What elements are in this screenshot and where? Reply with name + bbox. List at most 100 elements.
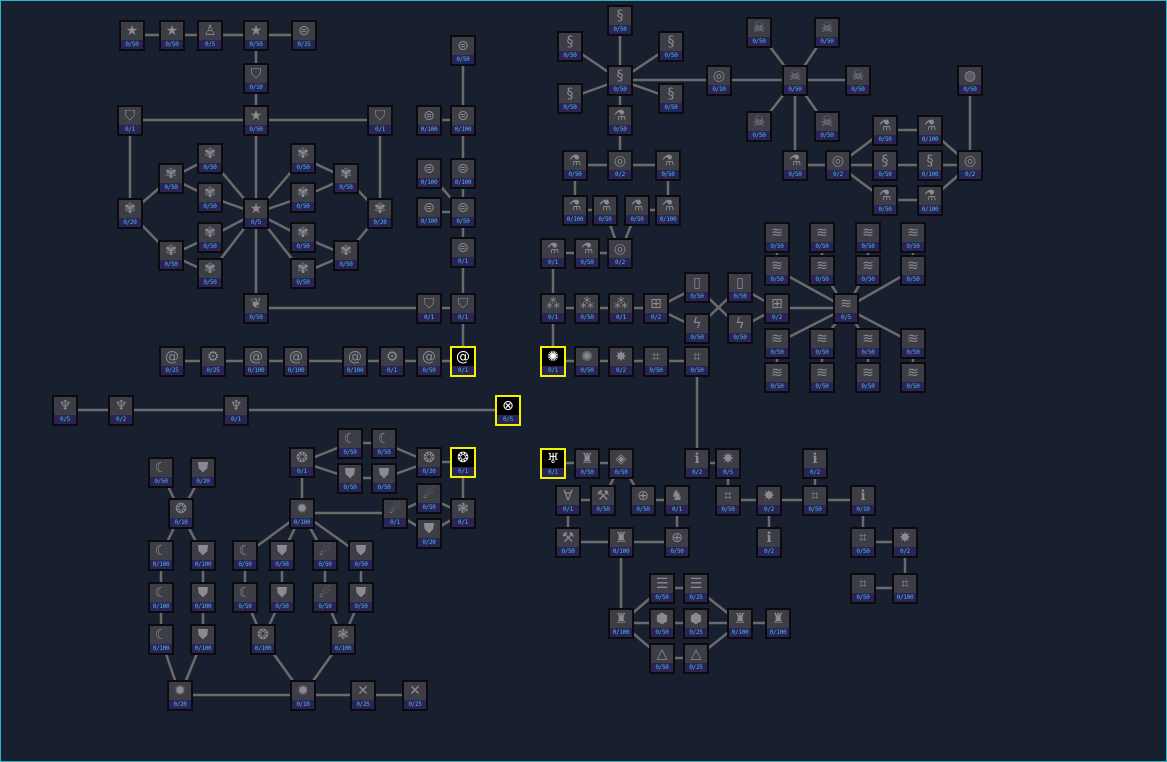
skill-node[interactable]: ✾0/50 — [197, 143, 223, 174]
skill-node[interactable]: ★0/50 — [119, 20, 145, 51]
skill-node[interactable]: ♜0/100 — [727, 608, 753, 639]
skill-node[interactable]: ⌗0/100 — [892, 573, 918, 604]
skill-node[interactable]: ☠0/50 — [746, 17, 772, 48]
skill-node[interactable]: ✾0/50 — [197, 222, 223, 253]
skill-node[interactable]: ❂0/1 — [289, 447, 315, 478]
skill-node[interactable]: ✾0/50 — [333, 240, 359, 271]
skill-node[interactable]: ⛉0/1 — [367, 105, 393, 136]
skill-node[interactable]: ∀0/1 — [555, 485, 581, 516]
skill-node[interactable]: ☾0/100 — [148, 582, 174, 613]
skill-node[interactable]: ≋0/50 — [900, 222, 926, 253]
skill-node[interactable]: ⊜0/50 — [450, 197, 476, 228]
skill-node[interactable]: ♆0/2 — [108, 395, 134, 426]
skill-node[interactable]: ☾0/50 — [337, 428, 363, 459]
skill-node[interactable]: ☠0/50 — [814, 111, 840, 142]
skill-node[interactable]: ⊜0/1 — [450, 237, 476, 268]
skill-node[interactable]: ✾0/50 — [290, 182, 316, 213]
skill-node[interactable]: ⛉0/1 — [117, 105, 143, 136]
skill-node[interactable]: ⚗0/50 — [782, 150, 808, 181]
skill-node[interactable]: ⊜0/100 — [450, 105, 476, 136]
skill-node[interactable]: ❂0/10 — [168, 498, 194, 529]
skill-node[interactable]: §0/50 — [658, 31, 684, 62]
skill-node[interactable]: ◈0/50 — [608, 448, 634, 479]
skill-node[interactable]: ⛉0/10 — [243, 63, 269, 94]
skill-node[interactable]: ✹0/100 — [289, 498, 315, 529]
skill-node[interactable]: ⛊0/20 — [190, 457, 216, 488]
skill-node[interactable]: ⚗0/50 — [607, 105, 633, 136]
skill-node[interactable]: §0/50 — [557, 31, 583, 62]
skill-node[interactable]: ≋0/50 — [764, 255, 790, 286]
skill-node[interactable]: ⛊0/50 — [348, 540, 374, 571]
skill-node[interactable]: △0/50 — [649, 643, 675, 674]
skill-node[interactable]: @0/100 — [243, 346, 269, 377]
skill-node[interactable]: ☰0/50 — [649, 573, 675, 604]
skill-node[interactable]: ⛊0/100 — [190, 624, 216, 655]
skill-node[interactable]: ❃0/100 — [330, 624, 356, 655]
skill-node[interactable]: §0/100 — [917, 150, 943, 181]
skill-node[interactable]: ✾0/50 — [290, 143, 316, 174]
skill-node[interactable]: ☾0/50 — [232, 540, 258, 571]
skill-node[interactable]: §0/50 — [658, 83, 684, 114]
skill-node[interactable]: ✕0/25 — [350, 680, 376, 711]
skill-node[interactable]: ★0/50 — [243, 20, 269, 51]
skill-node[interactable]: ◎0/2 — [607, 238, 633, 269]
skill-node[interactable]: ♜0/100 — [765, 608, 791, 639]
skill-node[interactable]: ❂0/100 — [250, 624, 276, 655]
skill-node[interactable]: ✸0/2 — [756, 485, 782, 516]
skill-node[interactable]: ✹0/10 — [290, 680, 316, 711]
skill-node[interactable]: ☠0/50 — [746, 111, 772, 142]
skill-node[interactable]: ☾0/50 — [148, 457, 174, 488]
skill-node[interactable]: @0/100 — [342, 346, 368, 377]
skill-node[interactable]: ⛊0/100 — [190, 540, 216, 571]
skill-node[interactable]: ≋0/50 — [900, 362, 926, 393]
skill-node[interactable]: △0/25 — [683, 643, 709, 674]
skill-node[interactable]: ✾0/50 — [158, 240, 184, 271]
skill-node[interactable]: ▯0/50 — [727, 272, 753, 303]
skill-node[interactable]: ☾0/100 — [148, 540, 174, 571]
skill-node[interactable]: ◎0/2 — [607, 150, 633, 181]
skill-node[interactable]: ⌗0/50 — [802, 485, 828, 516]
skill-node[interactable]: ⬢0/50 — [649, 608, 675, 639]
skill-node[interactable]: ❦0/50 — [243, 293, 269, 324]
skill-node[interactable]: ♜0/50 — [574, 448, 600, 479]
skill-node[interactable]: §0/50 — [607, 65, 633, 96]
skill-node[interactable]: ⚒0/50 — [555, 527, 581, 558]
skill-node[interactable]: ✹0/20 — [167, 680, 193, 711]
skill-node[interactable]: ⊜0/100 — [416, 158, 442, 189]
skill-node[interactable]: §0/50 — [607, 5, 633, 36]
skill-node[interactable]: @0/50 — [416, 346, 442, 377]
skill-node[interactable]: ⊜0/100 — [416, 105, 442, 136]
skill-node[interactable]: ❂0/20 — [416, 447, 442, 478]
skill-node[interactable]: ♜0/100 — [608, 608, 634, 639]
skill-node[interactable]: ⊜0/100 — [416, 197, 442, 228]
skill-node[interactable]: ⛊0/50 — [337, 463, 363, 494]
skill-node[interactable]: ✸0/5 — [715, 448, 741, 479]
skill-node[interactable]: ≋0/50 — [764, 222, 790, 253]
skill-node[interactable]: ≋0/50 — [764, 328, 790, 359]
skill-node[interactable]: ≋0/50 — [855, 362, 881, 393]
skill-node[interactable]: ⬢0/25 — [683, 608, 709, 639]
skill-node[interactable]: ❂0/1 — [450, 447, 476, 478]
skill-node[interactable]: ♅0/1 — [540, 448, 566, 479]
skill-node[interactable]: ≋0/5 — [833, 293, 859, 324]
skill-node[interactable]: ≋0/50 — [809, 362, 835, 393]
skill-node[interactable]: ✾0/50 — [290, 258, 316, 289]
skill-node[interactable]: ✾0/20 — [117, 198, 143, 229]
skill-node[interactable]: ⚗0/100 — [917, 185, 943, 216]
skill-node[interactable]: ☠0/50 — [814, 17, 840, 48]
skill-node[interactable]: ⚗0/100 — [655, 195, 681, 226]
skill-node[interactable]: ⁂0/1 — [608, 293, 634, 324]
skill-node[interactable]: ✾0/20 — [367, 198, 393, 229]
skill-node[interactable]: ✾0/50 — [333, 163, 359, 194]
skill-node[interactable]: ▯0/50 — [684, 272, 710, 303]
skill-node[interactable]: ⚗0/50 — [655, 150, 681, 181]
skill-node[interactable]: ⛊0/50 — [371, 463, 397, 494]
skill-node[interactable]: ⚗0/50 — [562, 150, 588, 181]
skill-node[interactable]: ≋0/50 — [764, 362, 790, 393]
skill-node[interactable]: ⊞0/2 — [764, 293, 790, 324]
skill-node[interactable]: ☄0/50 — [312, 540, 338, 571]
skill-node[interactable]: ≋0/50 — [809, 255, 835, 286]
